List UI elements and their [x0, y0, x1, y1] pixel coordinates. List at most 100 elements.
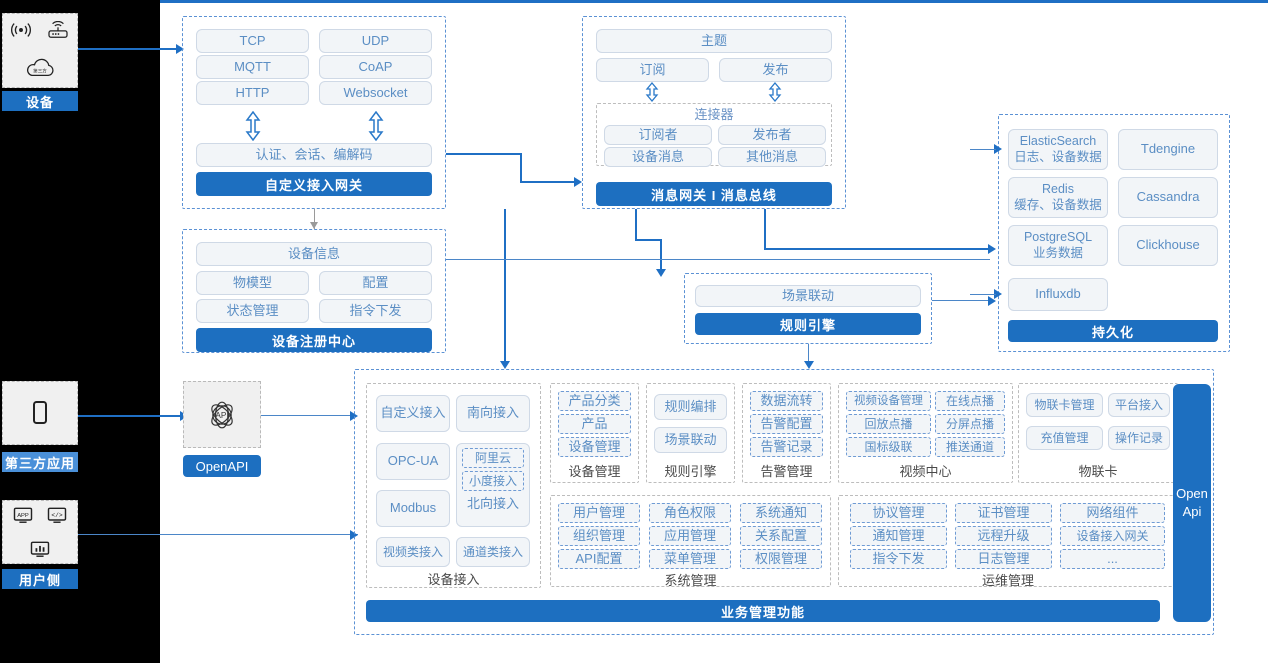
registry-state-mgmt[interactable]: 状态管理 [196, 299, 309, 323]
connector-item-publisher[interactable]: 发布者 [718, 125, 826, 145]
mobile-phone-icon [30, 399, 50, 427]
persistence-bar[interactable]: 持久化 [1008, 320, 1218, 342]
persist-cassandra[interactable]: Cassandra [1118, 177, 1218, 218]
access-modbus[interactable]: Modbus [376, 490, 450, 527]
rule-scene-linkage[interactable]: 场景联动 [695, 285, 921, 307]
openapi-side-bar[interactable]: Open Api [1173, 384, 1211, 622]
message-bus-bar[interactable]: 消息网关 I 消息总线 [596, 182, 832, 206]
am-alarm-record[interactable]: 告警记录 [750, 437, 823, 457]
protocol-udp[interactable]: UDP [319, 29, 432, 53]
access-video[interactable]: 视频类接入 [376, 537, 450, 567]
access-opc-ua[interactable]: OPC-UA [376, 443, 450, 480]
protocol-coap[interactable]: CoAP [319, 55, 432, 79]
sm-relation-config[interactable]: 关系配置 [740, 526, 822, 546]
om-more[interactable]: ... [1060, 549, 1165, 569]
sm-permission-mgmt[interactable]: 权限管理 [740, 549, 822, 569]
om-command-dispatch[interactable]: 指令下发 [850, 549, 947, 569]
rule-engine-caption: 规则引擎 [664, 463, 717, 479]
rail-label-user-side: 用户侧 [2, 569, 78, 589]
rail-label-device: 设备 [2, 91, 78, 111]
sm-system-notice[interactable]: 系统通知 [740, 503, 822, 523]
protocol-http[interactable]: HTTP [196, 81, 309, 105]
om-device-gateway[interactable]: 设备接入网关 [1060, 526, 1165, 546]
gateway-middle-layer[interactable]: 认证、会话、编解码 [196, 143, 432, 167]
vc-gb-cascade[interactable]: 国标级联 [846, 437, 931, 457]
business-group [354, 369, 1214, 635]
access-southbound[interactable]: 南向接入 [456, 395, 530, 432]
device-management-group [550, 383, 639, 483]
connector-item-other-msg[interactable]: 其他消息 [718, 147, 826, 167]
access-channel[interactable]: 通道类接入 [456, 537, 530, 567]
om-log-mgmt[interactable]: 日志管理 [955, 549, 1052, 569]
connector-registry-to-persist [446, 259, 990, 260]
re-rule-orchestration[interactable]: 规则编排 [654, 394, 727, 420]
connector-item-device-msg[interactable]: 设备消息 [604, 147, 712, 167]
access-northbound[interactable]: 阿里云 小度接入 北向接入 [456, 443, 530, 527]
vc-video-device-mgmt[interactable]: 视频设备管理 [846, 391, 931, 411]
openapi-icon-card: API [183, 381, 261, 448]
sm-menu-mgmt[interactable]: 菜单管理 [649, 549, 731, 569]
rule-engine-bar[interactable]: 规则引擎 [695, 313, 921, 335]
om-network-component[interactable]: 网络组件 [1060, 503, 1165, 523]
sm-app-mgmt[interactable]: 应用管理 [649, 526, 731, 546]
registry-bar[interactable]: 设备注册中心 [196, 328, 432, 352]
connector-device-to-gateway [78, 48, 176, 50]
message-topic[interactable]: 主题 [596, 29, 832, 53]
persist-elasticsearch[interactable]: ElasticSearch 日志、设备数据 [1008, 129, 1108, 170]
re-scene-linkage[interactable]: 场景联动 [654, 427, 727, 453]
om-notice-mgmt[interactable]: 通知管理 [850, 526, 947, 546]
persist-postgresql[interactable]: PostgreSQL 业务数据 [1008, 225, 1108, 266]
protocol-tcp[interactable]: TCP [196, 29, 309, 53]
am-data-flow[interactable]: 数据流转 [750, 391, 823, 411]
ic-platform-access[interactable]: 平台接入 [1108, 393, 1170, 417]
access-xiaodu[interactable]: 小度接入 [462, 471, 524, 491]
vc-online-play[interactable]: 在线点播 [935, 391, 1005, 411]
protocol-websocket[interactable]: Websocket [319, 81, 432, 105]
vc-push-channel[interactable]: 推送通道 [935, 437, 1005, 457]
connector-item-subscriber[interactable]: 订阅者 [604, 125, 712, 145]
sm-user-mgmt[interactable]: 用户管理 [558, 503, 640, 523]
ic-operation-log[interactable]: 操作记录 [1108, 426, 1170, 450]
registry-command-dispatch[interactable]: 指令下发 [319, 299, 432, 323]
message-subscribe[interactable]: 订阅 [596, 58, 709, 82]
sm-api-config[interactable]: API配置 [558, 549, 640, 569]
connector-thirdparty-to-openapi [78, 415, 180, 417]
am-alarm-config[interactable]: 告警配置 [750, 414, 823, 434]
dm-device-management[interactable]: 设备管理 [558, 437, 631, 457]
access-aliyun[interactable]: 阿里云 [462, 448, 524, 468]
om-protocol-mgmt[interactable]: 协议管理 [850, 503, 947, 523]
vc-split-screen[interactable]: 分屏点播 [935, 414, 1005, 434]
connector-gateway-to-bus-b [520, 153, 522, 183]
sm-org-mgmt[interactable]: 组织管理 [558, 526, 640, 546]
access-custom[interactable]: 自定义接入 [376, 395, 450, 432]
persist-redis-name: Redis [1042, 181, 1074, 196]
persist-tdengine[interactable]: Tdengine [1118, 129, 1218, 170]
gateway-bar[interactable]: 自定义接入网关 [196, 172, 432, 196]
ic-recharge-mgmt[interactable]: 充值管理 [1026, 426, 1103, 450]
sm-role-permission[interactable]: 角色权限 [649, 503, 731, 523]
openapi-badge[interactable]: OpenAPI [183, 455, 261, 477]
protocol-mqtt[interactable]: MQTT [196, 55, 309, 79]
vc-playback[interactable]: 回放点播 [846, 414, 931, 434]
registry-device-info[interactable]: 设备信息 [196, 242, 432, 266]
persist-redis-sub: 缓存、设备数据 [1014, 197, 1102, 212]
om-remote-upgrade[interactable]: 远程升级 [955, 526, 1052, 546]
arrowhead-gateway-to-registry [310, 222, 318, 229]
registry-thing-model[interactable]: 物模型 [196, 271, 309, 295]
gateway-group [182, 16, 446, 209]
registry-config[interactable]: 配置 [319, 271, 432, 295]
persist-influxdb[interactable]: Influxdb [1008, 278, 1108, 311]
svg-text:APP: APP [17, 512, 29, 518]
registry-group [182, 229, 446, 353]
connector-bus-to-rule-b [635, 239, 662, 241]
persist-redis[interactable]: Redis 缓存、设备数据 [1008, 177, 1108, 218]
ic-card-mgmt[interactable]: 物联卡管理 [1026, 393, 1103, 417]
message-publish[interactable]: 发布 [719, 58, 832, 82]
dm-product[interactable]: 产品 [558, 414, 631, 434]
dm-product-category[interactable]: 产品分类 [558, 391, 631, 411]
persist-clickhouse[interactable]: Clickhouse [1118, 225, 1218, 266]
om-cert-mgmt[interactable]: 证书管理 [955, 503, 1052, 523]
video-center-group [838, 383, 1013, 483]
connector-gateway-to-bus-a [446, 153, 522, 155]
business-management-bar[interactable]: 业务管理功能 [366, 600, 1160, 622]
